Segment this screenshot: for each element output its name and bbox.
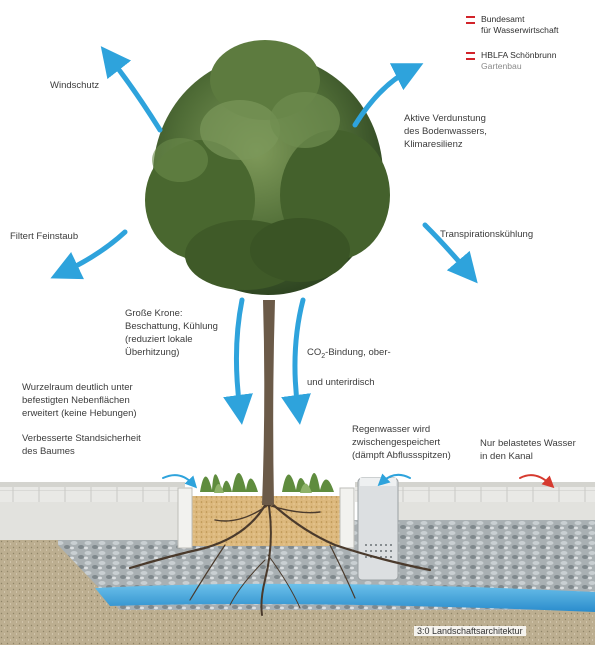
label-co2-sub: 2 (321, 352, 326, 360)
logo-bundesamt-line1: Bundesamt (481, 14, 525, 24)
label-kanal: Nur belastetes Wasser in den Kanal (480, 438, 576, 462)
benefit-arrows (50, 46, 478, 489)
arrow-co2-down (281, 297, 311, 425)
logo-bundesamt: Bundesamt für Wasserwirtschaft (466, 14, 559, 36)
label-verdunstung: Aktive Verdunstung des Bodenwassers, Kli… (404, 113, 487, 150)
grass-planting (200, 472, 334, 493)
groundwater-layer (95, 583, 595, 612)
arrow-windschutz (100, 46, 163, 133)
arrow-verdunstung (352, 63, 424, 128)
arrow-feinstaub (50, 229, 128, 280)
label-feinstaub: Filtert Feinstaub (10, 231, 79, 242)
pavement-right (355, 486, 595, 502)
label-windschutz: Windschutz (50, 80, 100, 91)
label-co2-rest: -Bindung, ober- (325, 347, 391, 358)
label-krone: Große Krone: Beschattung, Kühlung (reduz… (125, 308, 218, 358)
tree-crown (145, 40, 390, 295)
retention-tank (357, 477, 399, 581)
arrow-krone-down (223, 297, 253, 425)
label-transpiration: Transpirationskühlung (440, 229, 534, 240)
ground-section (0, 482, 595, 645)
logo-bundesamt-line2: für Wasserwirtschaft (481, 25, 559, 35)
label-regenwasser: Regenwasser wird zwischengespeichert (dä… (352, 424, 451, 461)
arrow-kanal (519, 474, 555, 489)
logo-mark-icon (466, 16, 475, 24)
arrow-runoff-right (377, 473, 411, 487)
logo-hblfa-line2: Gartenbau (481, 61, 522, 71)
label-co2-line2: und unterirdisch (307, 376, 375, 388)
root-system (128, 498, 432, 616)
logo-hblfa-line1: HBLFA Schönbrunn (481, 50, 557, 60)
label-wurzelraum: Wurzelraum deutlich unter befestigten Ne… (22, 382, 137, 419)
arrow-transpiration (422, 222, 478, 284)
label-co2-main: CO (307, 347, 322, 358)
label-co2: CO2-Bindung, ober- und unterirdisch (307, 333, 391, 389)
label-standsicherheit: Verbesserte Standsicherheit des Baumes (22, 433, 141, 457)
logo-mark-icon (466, 52, 475, 60)
tree-trunk (262, 300, 275, 505)
arrow-runoff-left (162, 474, 198, 489)
pavement-left (0, 486, 185, 502)
credit-label: 3:0 Landschaftsarchitektur (414, 626, 526, 636)
logo-hblfa: HBLFA Schönbrunn Gartenbau (466, 50, 556, 72)
